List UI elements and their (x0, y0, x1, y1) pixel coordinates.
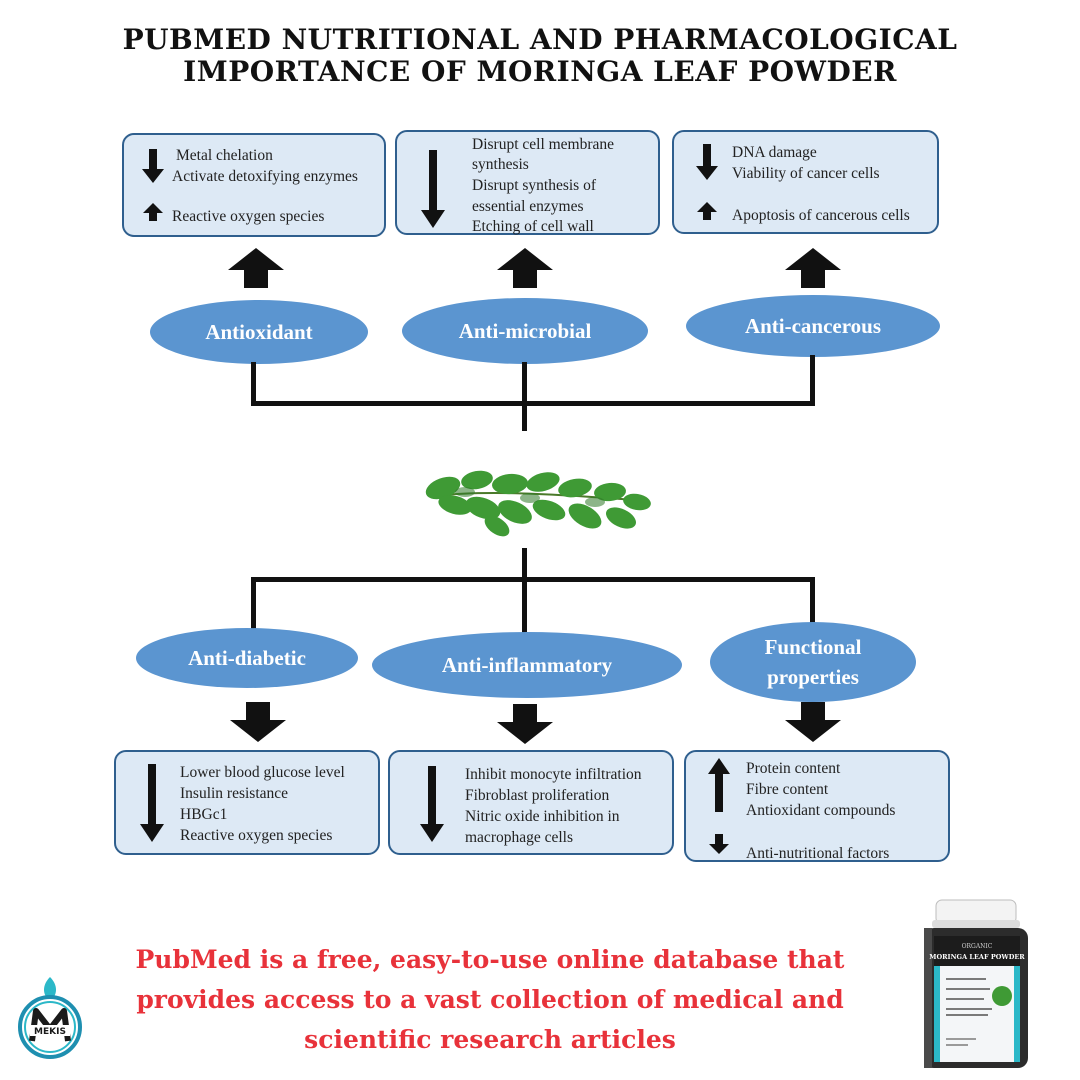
page-title: PUBMED NUTRITIONAL AND PHARMACOLOGICAL I… (0, 24, 1080, 88)
box-line: Antioxidant compounds (746, 802, 896, 819)
arrow-up-icon (697, 202, 717, 220)
arrow-down-icon (497, 704, 553, 744)
node-label: properties (767, 665, 859, 689)
antioxidant-effects-box: Metal chelation Activate detoxifying enz… (122, 133, 386, 237)
anticancerous-effects-box: DNA damage Viability of cancer cells Apo… (672, 130, 939, 234)
connector-line (522, 577, 527, 637)
title-line-2: IMPORTANCE OF MORINGA LEAF POWDER (183, 55, 897, 88)
antidiabetic-effects-box: Lower blood glucose level Insulin resist… (114, 750, 380, 855)
arrow-down-icon (696, 144, 718, 180)
box-line: synthesis (472, 156, 529, 173)
box-line: Disrupt synthesis of (472, 177, 596, 194)
antiinflammatory-effects-box: Inhibit monocyte infiltration Fibroblast… (388, 750, 674, 855)
mekis-logo: MEKIS (18, 977, 82, 1059)
anticancerous-node: Anti-cancerous (686, 295, 940, 357)
connector-line (810, 355, 815, 404)
box-line: Fibre content (746, 781, 829, 798)
box-line: Viability of cancer cells (732, 165, 880, 182)
box-line: Fibroblast proliferation (465, 787, 610, 804)
jar-label-main: MORINGA LEAF POWDER (929, 953, 1025, 961)
node-label: Functional (764, 635, 862, 659)
box-line: HBGc1 (180, 806, 228, 823)
connector-line (522, 401, 527, 431)
box-line: Inhibit monocyte infiltration (465, 766, 642, 783)
antidiabetic-node: Anti-diabetic (136, 628, 358, 688)
connector-line (251, 362, 256, 404)
box-line: Reactive oxygen species (172, 208, 325, 225)
box-line: Metal chelation (176, 147, 273, 164)
connector-line (522, 362, 527, 404)
arrow-up-icon (143, 203, 163, 221)
antioxidant-node: Antioxidant (150, 300, 368, 364)
functional-properties-node: Functional properties (710, 622, 916, 702)
box-line: Etching of cell wall (472, 218, 594, 235)
arrow-down-icon (421, 150, 445, 228)
antimicrobial-node: Anti-microbial (402, 298, 648, 364)
box-line: Anti-nutritional factors (746, 845, 890, 862)
arrow-down-icon (420, 766, 444, 842)
box-line: Apoptosis of cancerous cells (732, 207, 910, 224)
connector-line (251, 577, 256, 639)
arrow-down-icon (140, 764, 164, 842)
arrow-up-icon (228, 248, 284, 288)
moringa-leaves-image (425, 470, 651, 537)
box-line: essential enzymes (472, 198, 584, 215)
functional-properties-box: Protein content Fibre content Antioxidan… (684, 750, 950, 862)
connector-line (251, 577, 815, 582)
arrow-up-icon (708, 758, 730, 812)
box-line: Protein content (746, 760, 841, 777)
footer-line-1: PubMed is a free, easy-to-use online dat… (135, 945, 845, 974)
box-line: Activate detoxifying enzymes (172, 168, 358, 185)
arrow-down-icon (230, 702, 286, 742)
box-line: Nitric oxide inhibition in (465, 808, 620, 825)
antimicrobial-effects-box: Disrupt cell membrane synthesis Disrupt … (395, 130, 660, 235)
box-line: Disrupt cell membrane (472, 136, 615, 153)
connector-line (522, 548, 527, 580)
logo-text: MEKIS (34, 1027, 66, 1037)
footer-line-2: provides access to a vast collection of … (136, 985, 844, 1014)
node-label: Anti-microbial (458, 319, 592, 343)
connector-line (251, 401, 815, 406)
title-line-1: PUBMED NUTRITIONAL AND PHARMACOLOGICAL (122, 23, 958, 56)
arrow-down-icon (709, 834, 729, 854)
antiinflammatory-node: Anti-inflammatory (372, 632, 682, 698)
node-label: Anti-inflammatory (441, 653, 613, 677)
connector-line (810, 577, 815, 631)
node-label: Anti-cancerous (744, 314, 882, 338)
jar-label-small: ORGANIC (962, 943, 993, 950)
arrow-down-icon (142, 149, 164, 183)
box-line: Reactive oxygen species (180, 827, 333, 844)
box-line: DNA damage (732, 144, 817, 161)
arrow-up-icon (497, 248, 553, 288)
arrow-down-icon (785, 702, 841, 742)
arrow-up-icon (785, 248, 841, 288)
footer-line-3: scientific research articles (304, 1025, 676, 1054)
box-line: macrophage cells (465, 829, 574, 846)
node-label: Anti-diabetic (188, 646, 306, 670)
moringa-product-jar-image: ORGANIC MORINGA LEAF POWDER (924, 899, 1028, 1068)
footer-description: PubMed is a free, easy-to-use online dat… (120, 940, 860, 1060)
node-label: Antioxidant (205, 320, 313, 344)
box-line: Lower blood glucose level (180, 764, 345, 781)
box-line: Insulin resistance (180, 785, 289, 802)
